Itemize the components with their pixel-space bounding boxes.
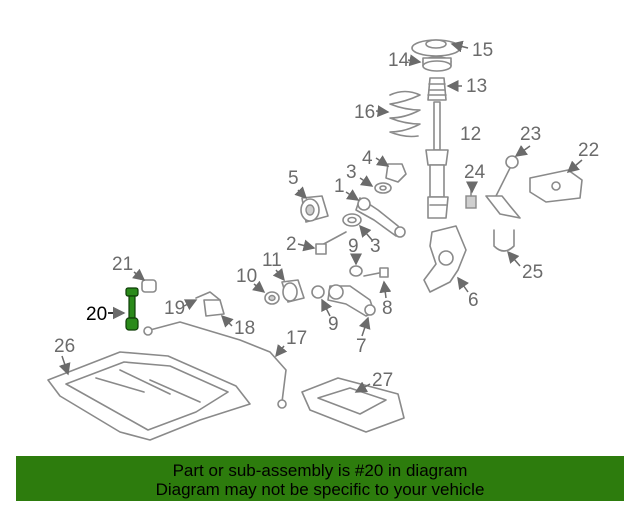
part-24-bolt (465, 187, 477, 209)
part-3-washer-upper (374, 182, 392, 194)
footer-line-2: Diagram may not be specific to your vehi… (155, 480, 485, 499)
part-22-bracket (529, 169, 583, 203)
callout-24: 24 (464, 162, 486, 183)
part-15-spring-seat (411, 39, 461, 57)
callout-19: 19 (164, 298, 185, 319)
part-4-nut (385, 163, 407, 183)
part-2-bolt (315, 231, 347, 255)
callout-14: 14 (388, 50, 410, 71)
footer-line-1: Part or sub-assembly is #20 in diagram (172, 461, 468, 480)
callout-25: 25 (522, 262, 543, 283)
callout-4: 4 (362, 148, 373, 169)
part-17-stabilizer-bar (143, 321, 287, 409)
part-7-lower-arm (327, 284, 376, 317)
callout-15: 15 (472, 40, 493, 61)
callout-23: 23 (520, 124, 541, 145)
part-5-bushing (300, 195, 329, 223)
part-11-bushing (281, 279, 305, 303)
callout-2: 2 (286, 234, 297, 255)
callout-1: 1 (334, 176, 345, 197)
part-10-bushing (264, 291, 280, 305)
part-9-washer-a (349, 265, 363, 277)
callout-18: 18 (234, 318, 255, 339)
callout-20: 20 (86, 304, 107, 325)
callout-9-upper: 9 (348, 236, 359, 257)
callout-12: 12 (460, 124, 481, 145)
part-20-stabilizer-link-highlighted (125, 287, 139, 331)
callout-17: 17 (286, 328, 307, 349)
callout-21: 21 (112, 254, 133, 275)
callouts: 15 14 13 16 12 23 22 4 3 24 5 1 3 2 9 25… (54, 40, 599, 393)
callout-8: 8 (382, 298, 393, 319)
part-8-bolt (363, 267, 389, 278)
part-14-strut-bearing (422, 56, 452, 72)
part-26-subframe (47, 351, 251, 441)
part-9-washer-b (311, 285, 325, 299)
callout-10: 10 (236, 266, 257, 287)
callout-11: 11 (262, 250, 282, 271)
part-6-steering-knuckle (423, 225, 467, 293)
callout-22: 22 (578, 140, 599, 161)
callout-7: 7 (356, 336, 367, 357)
callout-5: 5 (288, 168, 299, 189)
footer-banner: Part or sub-assembly is #20 in diagram D… (16, 456, 624, 501)
callout-16: 16 (354, 102, 375, 123)
callout-26: 26 (54, 336, 75, 357)
part-1-control-arm (355, 197, 406, 238)
callout-3-lower: 3 (370, 236, 381, 257)
callout-9-lower: 9 (328, 314, 339, 335)
part-12-strut-assembly (425, 101, 449, 219)
part-19-clamp (195, 291, 221, 301)
part-13-bump-stop (427, 77, 447, 101)
callout-3-upper: 3 (346, 162, 357, 183)
callout-13: 13 (466, 76, 487, 97)
callout-6: 6 (468, 290, 479, 311)
part-23-stabilizer-link (485, 155, 521, 219)
part-18-bushing (203, 299, 225, 317)
parts-diagram: 15 14 13 16 12 23 22 4 3 24 5 1 3 2 9 25… (47, 39, 599, 441)
part-21-nut (141, 279, 157, 293)
part-16-coil-spring (389, 90, 421, 138)
part-25-u-bolt (493, 229, 515, 252)
part-3-washer-lower (342, 213, 362, 227)
part-27-skid-plate (301, 377, 405, 433)
callout-27: 27 (372, 370, 393, 391)
